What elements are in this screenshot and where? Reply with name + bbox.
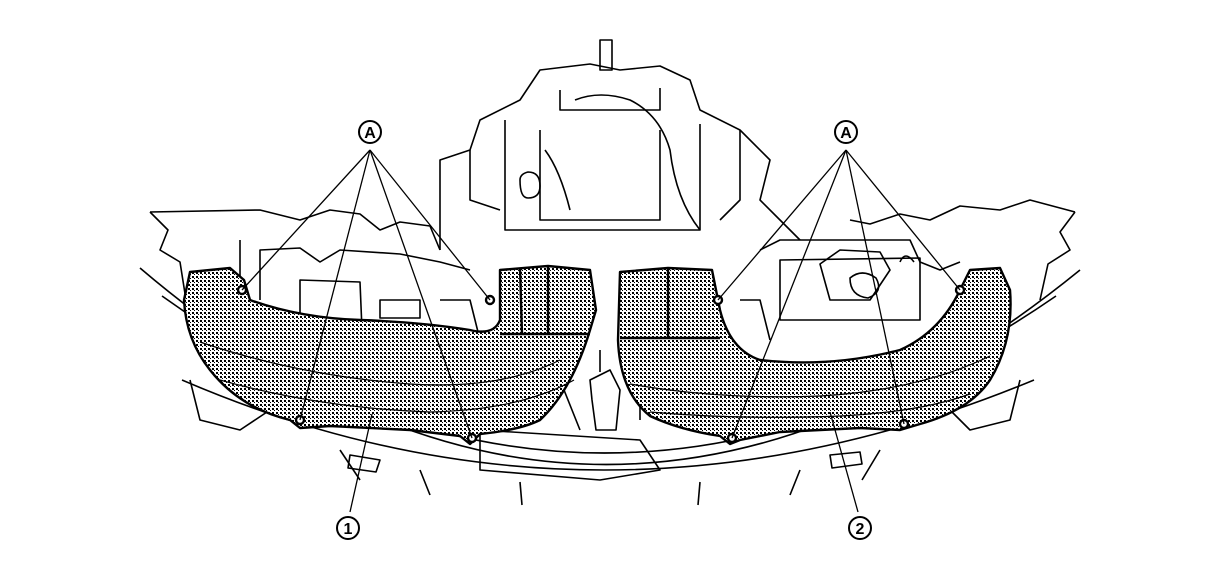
exhaust-manifold-right <box>616 266 1012 446</box>
part-number-1-label: 1 <box>344 521 353 538</box>
part-number-2: 2 <box>848 516 872 540</box>
callout-A-right-label: A <box>840 125 852 142</box>
part-number-2-label: 2 <box>856 521 865 538</box>
leader-lines <box>241 149 961 513</box>
callout-A-left: A <box>358 120 382 144</box>
exhaust-manifold-left <box>182 264 598 446</box>
part-number-1: 1 <box>336 516 360 540</box>
engine-background-outline <box>139 39 1081 506</box>
callout-A-right: A <box>834 120 858 144</box>
callout-A-left-label: A <box>364 125 376 142</box>
